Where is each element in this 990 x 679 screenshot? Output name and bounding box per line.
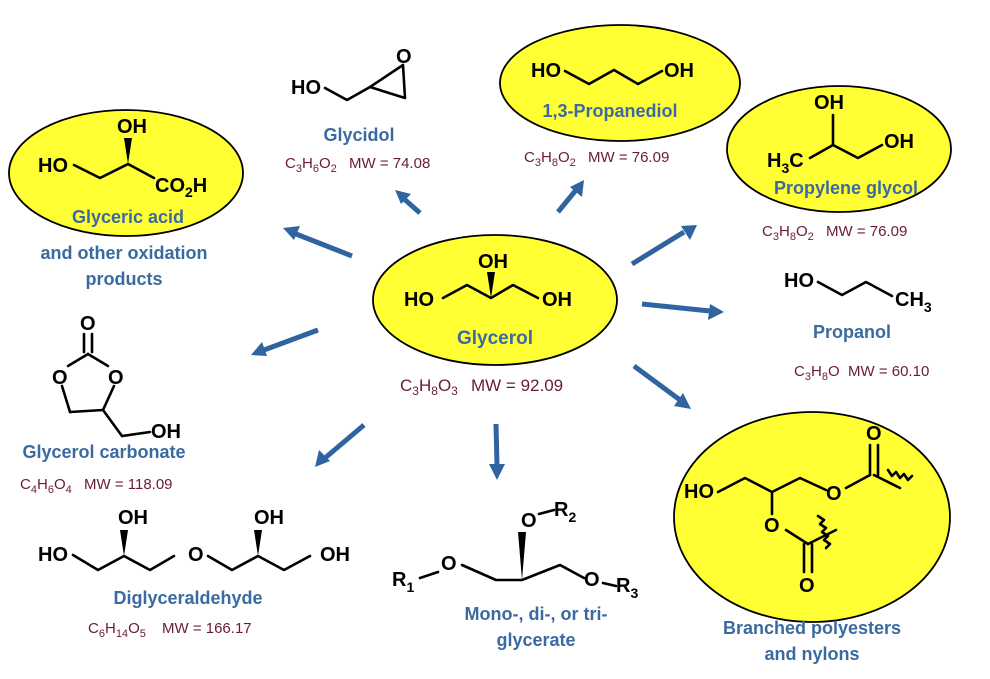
propanediol-highlight: [499, 24, 741, 142]
diglyceraldehyde-oh-left: OH: [118, 507, 148, 529]
propanol-node: HO CH3 Propanol C3H8O MW = 60.10: [784, 270, 932, 383]
arrow-to-propanol: [641, 301, 724, 320]
propylene-glycol-formula: C3H8O2: [762, 223, 814, 243]
glycerol-carbonate-formula: C4H6O4: [20, 476, 72, 496]
glycerol-carbonate-name: Glycerol carbonate: [22, 442, 185, 462]
polyesters-ho: HO: [684, 481, 714, 503]
glycerol-carbonate-o-ring-left: O: [52, 367, 68, 389]
glycerol-name: Glycerol: [457, 328, 533, 349]
arrows: [251, 180, 724, 480]
glycidol-node: HO O Glycidol C3H6O2 MW = 74.08: [285, 46, 430, 175]
arrow-to-glycerate: [489, 423, 505, 480]
propylene-glycol-structure: OH H3C OH: [767, 92, 914, 176]
glycerol-ho-left: HO: [404, 289, 434, 311]
diglyceraldehyde-formula: C6H14O5: [88, 620, 146, 640]
arrow-to-diglyceraldehyde: [315, 423, 366, 467]
propanol-ch3: CH3: [895, 289, 932, 315]
propanediol-structure: HO OH: [531, 60, 694, 86]
glycidol-mw: MW = 74.08: [349, 155, 430, 172]
polyesters-name-line2: and nylons: [764, 644, 859, 664]
arrow-to-propylene-glycol: [630, 225, 697, 267]
glycidol-o: O: [396, 46, 412, 68]
propanol-mw: MW = 60.10: [848, 363, 929, 380]
propanediol-formula: C3H8O2: [524, 149, 576, 169]
glyceric-acid-structure: OH HO CO2H: [38, 116, 207, 200]
polyesters-highlight: [673, 411, 951, 623]
glycerol-carbonate-o-ring-right: O: [108, 367, 124, 389]
glycerol-oh-right: OH: [542, 289, 572, 311]
glycerate-name-line1: Mono-, di-, or tri-: [465, 604, 608, 624]
propanediol-mw: MW = 76.09: [588, 149, 669, 166]
glyceric-acid-name-line2: and other oxidation: [40, 243, 207, 263]
propanol-name: Propanol: [813, 322, 891, 342]
glycerol-mw: MW = 92.09: [471, 376, 563, 395]
glycerate-name-line2: glycerate: [496, 630, 575, 650]
glycerol-node: OH HO OH Glycerol C3H8O3 MW = 92.09: [372, 234, 618, 398]
propanol-structure: HO CH3: [784, 270, 932, 315]
diglyceraldehyde-node: HO OH O OH OH Diglyceraldehyde C6H14O5 M…: [38, 507, 350, 640]
glycerol-carbonate-o-top: O: [80, 313, 96, 335]
glycidol-formula: C3H6O2: [285, 155, 337, 175]
arrow-to-glyceric-acid: [283, 226, 353, 259]
diglyceraldehyde-ho: HO: [38, 544, 68, 566]
propanediol-node: HO OH 1,3-Propanediol C3H8O2 MW = 76.09: [499, 24, 741, 169]
propanediol-oh: OH: [664, 60, 694, 82]
glycerate-r3: R3: [616, 575, 638, 601]
propanediol-name: 1,3-Propanediol: [542, 101, 677, 121]
diglyceraldehyde-mw: MW = 166.17: [162, 620, 252, 637]
glycerol-carbonate-node: O O O OH Glycerol carbonate C4H6O4 MW = …: [20, 313, 186, 496]
glycerol-structure: OH HO OH: [404, 251, 572, 311]
polyesters-o-carbonyl-bottom: O: [799, 575, 815, 597]
glycerol-carbonate-structure: O O O OH: [52, 313, 181, 443]
arrow-to-propanediol: [556, 180, 584, 214]
glyceric-acid-highlight: [8, 109, 244, 237]
glyceric-acid-ho: HO: [38, 155, 68, 177]
glycerol-highlight: [372, 234, 618, 366]
glycerate-node: O R2 R1 O O R3 Mono-, di-, or tri- glyce…: [392, 499, 638, 650]
glyceric-acid-name-line3: products: [85, 269, 162, 289]
polyesters-o-carbonyl-top: O: [866, 423, 882, 445]
glycerol-oh-top: OH: [478, 251, 508, 273]
glycidol-ho: HO: [291, 77, 321, 99]
diglyceraldehyde-oh-right: OH: [320, 544, 350, 566]
propylene-glycol-node: OH H3C OH Propylene glycol C3H8O2 MW = 7…: [726, 85, 952, 243]
glycerate-r1: R1: [392, 569, 414, 595]
glycerol-carbonate-oh: OH: [151, 421, 181, 443]
propylene-glycol-oh-top: OH: [814, 92, 844, 114]
polyesters-node: HO O O O O Branched polyesters and nylon…: [673, 411, 951, 664]
glycerol-formula: C3H8O3: [400, 376, 458, 398]
glycidol-name: Glycidol: [323, 125, 394, 145]
glycidol-structure: HO O: [291, 46, 412, 102]
polyesters-name-line1: Branched polyesters: [723, 618, 901, 638]
arrow-to-branched-polyesters: [632, 363, 691, 409]
glyceric-acid-name: Glyceric acid: [72, 207, 184, 227]
propanol-formula: C3H8O: [794, 363, 840, 383]
glycerate-r2: R2: [554, 499, 576, 525]
arrow-to-glycidol: [395, 190, 422, 215]
glyceric-acid-node: OH HO CO2H Glyceric acid and other oxida…: [8, 109, 244, 289]
polyesters-structure: HO O O O O: [684, 423, 914, 597]
propylene-glycol-h3c: H3C: [767, 150, 804, 176]
diglyceraldehyde-o-bridge: O: [188, 544, 204, 566]
glyceric-acid-oh: OH: [117, 116, 147, 138]
glycerate-structure: O R2 R1 O O R3: [392, 499, 638, 601]
propanediol-ho: HO: [531, 60, 561, 82]
propylene-glycol-mw: MW = 76.09: [826, 223, 907, 240]
diglyceraldehyde-oh-mid: OH: [254, 507, 284, 529]
propylene-glycol-name: Propylene glycol: [774, 178, 918, 198]
diglyceraldehyde-name: Diglyceraldehyde: [113, 588, 262, 608]
propylene-glycol-oh-right: OH: [884, 131, 914, 153]
polyesters-o-ester-bottom: O: [764, 515, 780, 537]
polyesters-o-ester-top: O: [826, 483, 842, 505]
glycerate-o-left: O: [441, 553, 457, 575]
arrow-to-glycerol-carbonate: [251, 327, 319, 356]
propanol-ho: HO: [784, 270, 814, 292]
diglyceraldehyde-structure: HO OH O OH OH: [38, 507, 350, 572]
glycerol-carbonate-mw: MW = 118.09: [84, 476, 173, 493]
glycerate-o-top: O: [521, 510, 537, 532]
glycerate-o-right: O: [584, 569, 600, 591]
glyceric-acid-co2h: CO2H: [155, 175, 207, 200]
